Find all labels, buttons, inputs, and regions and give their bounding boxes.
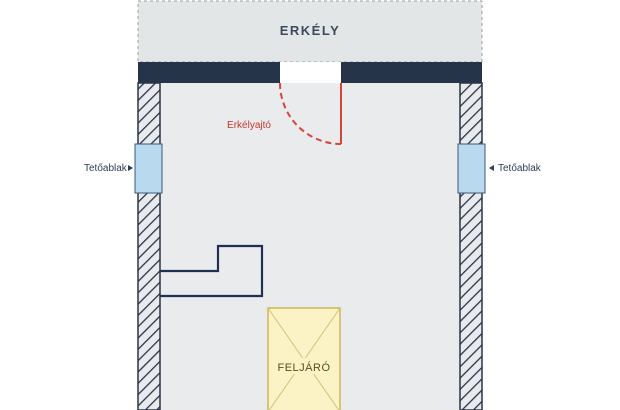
left-wall (137, 82, 161, 410)
balcony-label: ERKÉLY (280, 23, 341, 38)
arrow-right-icon (128, 165, 133, 171)
stair-label: FELJÁRÓ (277, 361, 330, 374)
balcony-door-label: Erkélyajtó (227, 120, 271, 131)
door-swing-arc (279, 82, 342, 145)
skylight-right (457, 143, 486, 194)
arrow-left-icon (489, 165, 494, 171)
door-opening (280, 62, 341, 83)
skylight-left-label: Tetőablak (84, 163, 128, 174)
skylight-right-label: Tetőablak (498, 163, 542, 174)
right-wall (459, 82, 483, 410)
balcony-area (137, 0, 483, 63)
skylight-left (134, 143, 163, 194)
stair-label-bg (279, 358, 329, 374)
chimney-outline (160, 244, 264, 298)
